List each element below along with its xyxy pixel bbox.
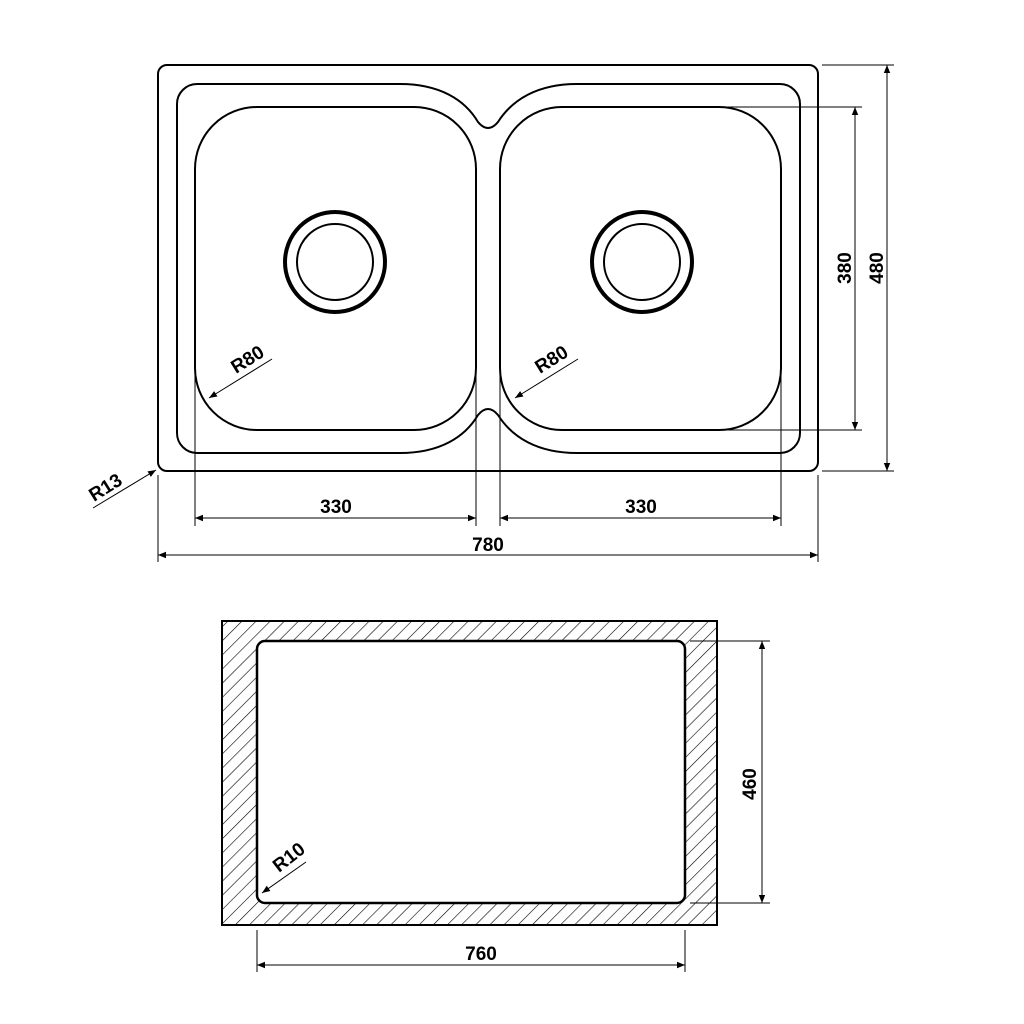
left-drain-outer [283,210,387,314]
right-drain-inner [603,223,681,301]
left-bowl [194,106,477,431]
cutout-opening [255,639,687,905]
left-drain-inner [296,223,374,301]
leader-corner-radius [92,469,157,509]
dim-label-right-bowl-radius: R80 [532,342,573,378]
cutout-outer-edge [221,620,718,926]
right-bowl [499,106,782,431]
sink-outer-edge [157,64,819,472]
leader-left-bowl-radius [208,358,273,399]
dim-label-overall-depth: 480 [867,252,888,284]
leader-cutout-radius [261,861,307,894]
dim-label-left-bowl: 330 [320,497,352,518]
dim-label-right-bowl: 330 [625,497,657,518]
dim-label-cutout-width: 760 [465,944,497,965]
dim-label-bowl-depth: 380 [835,252,856,284]
sink-rim [176,83,801,454]
leader-right-bowl-radius [514,358,579,399]
dim-label-cutout-depth: 460 [740,768,761,800]
extension-lines [157,64,894,562]
top-view: 330 330 780 380 480 R80 R80 R13 [86,64,894,562]
right-drain-outer [590,210,694,314]
dim-label-left-bowl-radius: R80 [228,342,269,378]
cutout-view: 460 760 R10 [221,620,770,972]
dim-label-overall-width: 780 [472,535,504,556]
